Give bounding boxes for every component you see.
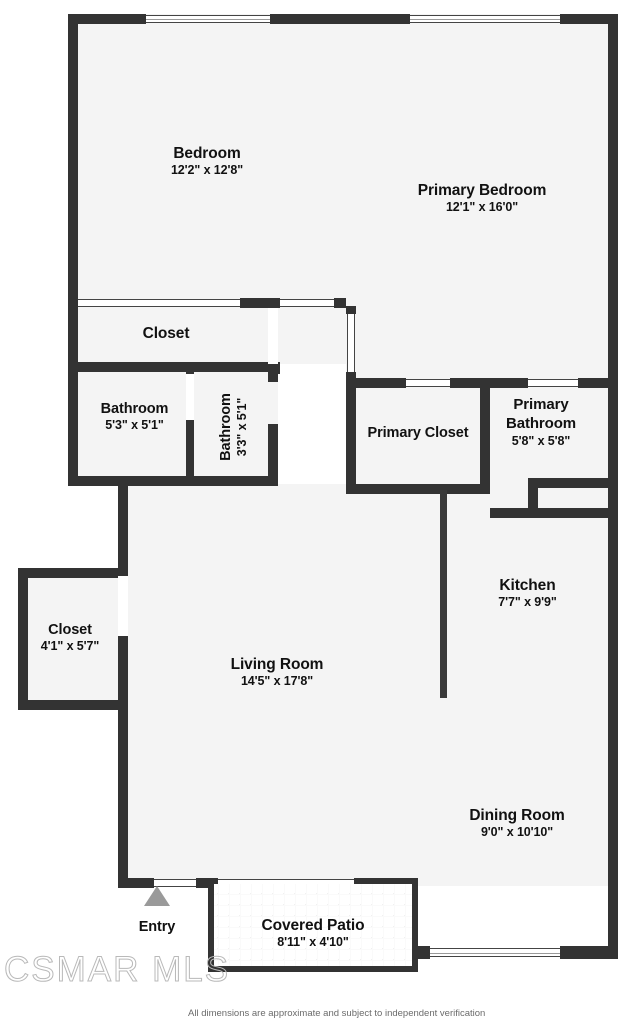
door-opening-primary-bathroom — [528, 379, 578, 387]
room-dimensions: 12'2" x 12'8" — [170, 163, 244, 178]
floor-main-area — [118, 484, 618, 886]
label-closet-entry: Closet 4'1" x 5'7" — [5, 621, 135, 655]
wall-exterior-top-right — [560, 14, 618, 24]
room-name-line2: Bathroom — [505, 414, 577, 432]
door-gap-closet-entry — [118, 576, 128, 636]
room-name: Closet — [142, 325, 190, 342]
room-name: Living Room — [230, 656, 324, 673]
wall-primary-closet-east — [480, 378, 490, 488]
label-closet-hall: Closet — [91, 324, 241, 343]
room-dimensions: 4'1" x 5'7" — [40, 639, 100, 654]
wall-closet-top-right — [240, 298, 280, 308]
room-name: Primary Closet — [367, 425, 469, 441]
wall-closet-entry-left — [18, 568, 28, 710]
door-gap-closet-east — [268, 308, 278, 364]
wall-primary-bedroom-south-c — [578, 378, 618, 388]
room-name: Bedroom — [173, 145, 241, 162]
entry-door-opening — [154, 879, 196, 887]
floor-primary-bedroom — [346, 14, 618, 378]
disclaimer-text: All dimensions are approximate and subje… — [188, 1008, 486, 1019]
room-dimensions: 12'1" x 16'0" — [445, 200, 519, 215]
wall-closet-bottom-right — [268, 362, 280, 374]
label-dining-room: Dining Room 9'0" x 10'10" — [437, 806, 597, 841]
wall-closet-entry-bottom — [18, 700, 128, 710]
patio-tile-pattern — [208, 884, 418, 972]
entry-label: Entry — [138, 919, 176, 935]
wall-entry-hall-stub — [118, 476, 128, 576]
window-dining-south — [430, 948, 560, 957]
window-primary-bedroom-north — [410, 15, 560, 23]
floor-closet-hall — [68, 306, 346, 364]
room-name: Bathroom — [218, 393, 234, 461]
wall-closet-entry-right-bottom — [118, 636, 128, 886]
wall-bath-divider-lower — [186, 420, 194, 484]
room-name: Covered Patio — [261, 917, 365, 934]
wall-primary-closet-south — [346, 484, 490, 494]
window-bedroom-north — [146, 15, 270, 23]
floor-bath-block — [68, 364, 278, 484]
wall-closet-bottom — [68, 362, 268, 372]
wall-bathrooms-south — [68, 476, 278, 486]
closet-top-opening-left — [78, 299, 240, 307]
label-bathroom-half: Bathroom 3'3" x 5'1" — [183, 367, 273, 487]
door-gap-bathroom — [186, 374, 194, 420]
wall-living-south-mid — [196, 878, 218, 888]
room-name: Bathroom — [100, 401, 169, 417]
wall-patio-left — [208, 884, 214, 972]
room-dimensions: 9'0" x 10'10" — [480, 825, 554, 840]
wall-primary-bath-south — [490, 508, 618, 518]
wall-primary-bath-notch-v — [528, 478, 538, 514]
room-name: Closet — [48, 622, 92, 638]
wall-bedroom-south — [68, 298, 78, 308]
label-bedroom: Bedroom 12'2" x 12'8" — [107, 144, 307, 179]
label-entry: Entry — [107, 918, 207, 936]
label-living-room: Living Room 14'5" x 17'8" — [187, 655, 367, 690]
up-triangle-icon — [144, 886, 170, 906]
room-dimensions: 5'8" x 5'8" — [511, 433, 571, 448]
wall-patio-bottom — [208, 966, 418, 972]
wall-closet-entry-right-top — [118, 568, 128, 576]
room-name: Primary Bedroom — [417, 182, 547, 199]
label-primary-bedroom: Primary Bedroom 12'1" x 16'0" — [382, 181, 582, 216]
label-bathroom: Bathroom 5'3" x 5'1" — [47, 400, 222, 434]
label-primary-closet: Primary Closet — [343, 424, 493, 442]
covered-patio-surface — [208, 884, 418, 972]
wall-closet-entry-top — [18, 568, 128, 578]
door-gap-primary-bedroom-west — [347, 314, 355, 372]
wall-dining-south-right — [560, 946, 618, 959]
room-dimensions: 3'3" x 5'1" — [235, 397, 250, 457]
floor-closet-entry — [18, 568, 122, 710]
room-dimensions: 14'5" x 17'8" — [240, 674, 314, 689]
wall-exterior-top-left — [68, 14, 146, 24]
floor-bedroom — [68, 14, 346, 306]
wall-primary-bath-notch-h — [528, 478, 618, 488]
room-name: Kitchen — [499, 577, 556, 594]
closet-top-opening-right — [280, 299, 334, 307]
wall-living-south-left — [118, 878, 154, 888]
wall-exterior-left-upper — [68, 14, 78, 484]
label-covered-patio: Covered Patio 8'11" x 4'10" — [228, 916, 398, 951]
wall-primary-bedroom-south-a — [346, 378, 406, 388]
room-name: Dining Room — [469, 807, 565, 824]
room-name-line1: Primary — [513, 396, 569, 413]
room-dimensions: 7'7" x 9'9" — [498, 595, 557, 610]
wall-bath-divider-upper — [186, 372, 194, 374]
wall-patio-right — [412, 884, 418, 972]
wall-closet-top-right2 — [334, 298, 346, 308]
label-kitchen: Kitchen 7'7" x 9'9" — [455, 576, 600, 611]
label-primary-bathroom: Primary Bathroom 5'8" x 5'8" — [478, 396, 604, 449]
wall-halfbath-right-upper — [268, 372, 278, 382]
wall-primary-wing-left-lower — [346, 372, 356, 492]
door-opening-primary-closet — [406, 379, 450, 387]
wall-kitchen-divider — [440, 490, 447, 698]
watermark-csmar-mls: CSMAR MLS — [3, 950, 231, 990]
room-dimensions: 5'3" x 5'1" — [105, 418, 164, 433]
wall-patio-top — [354, 878, 418, 888]
room-dimensions: 8'11" x 4'10" — [277, 935, 349, 950]
wall-exterior-top-mid — [270, 14, 410, 24]
wall-primary-wing-left — [346, 306, 356, 314]
wall-halfbath-right — [268, 424, 278, 484]
